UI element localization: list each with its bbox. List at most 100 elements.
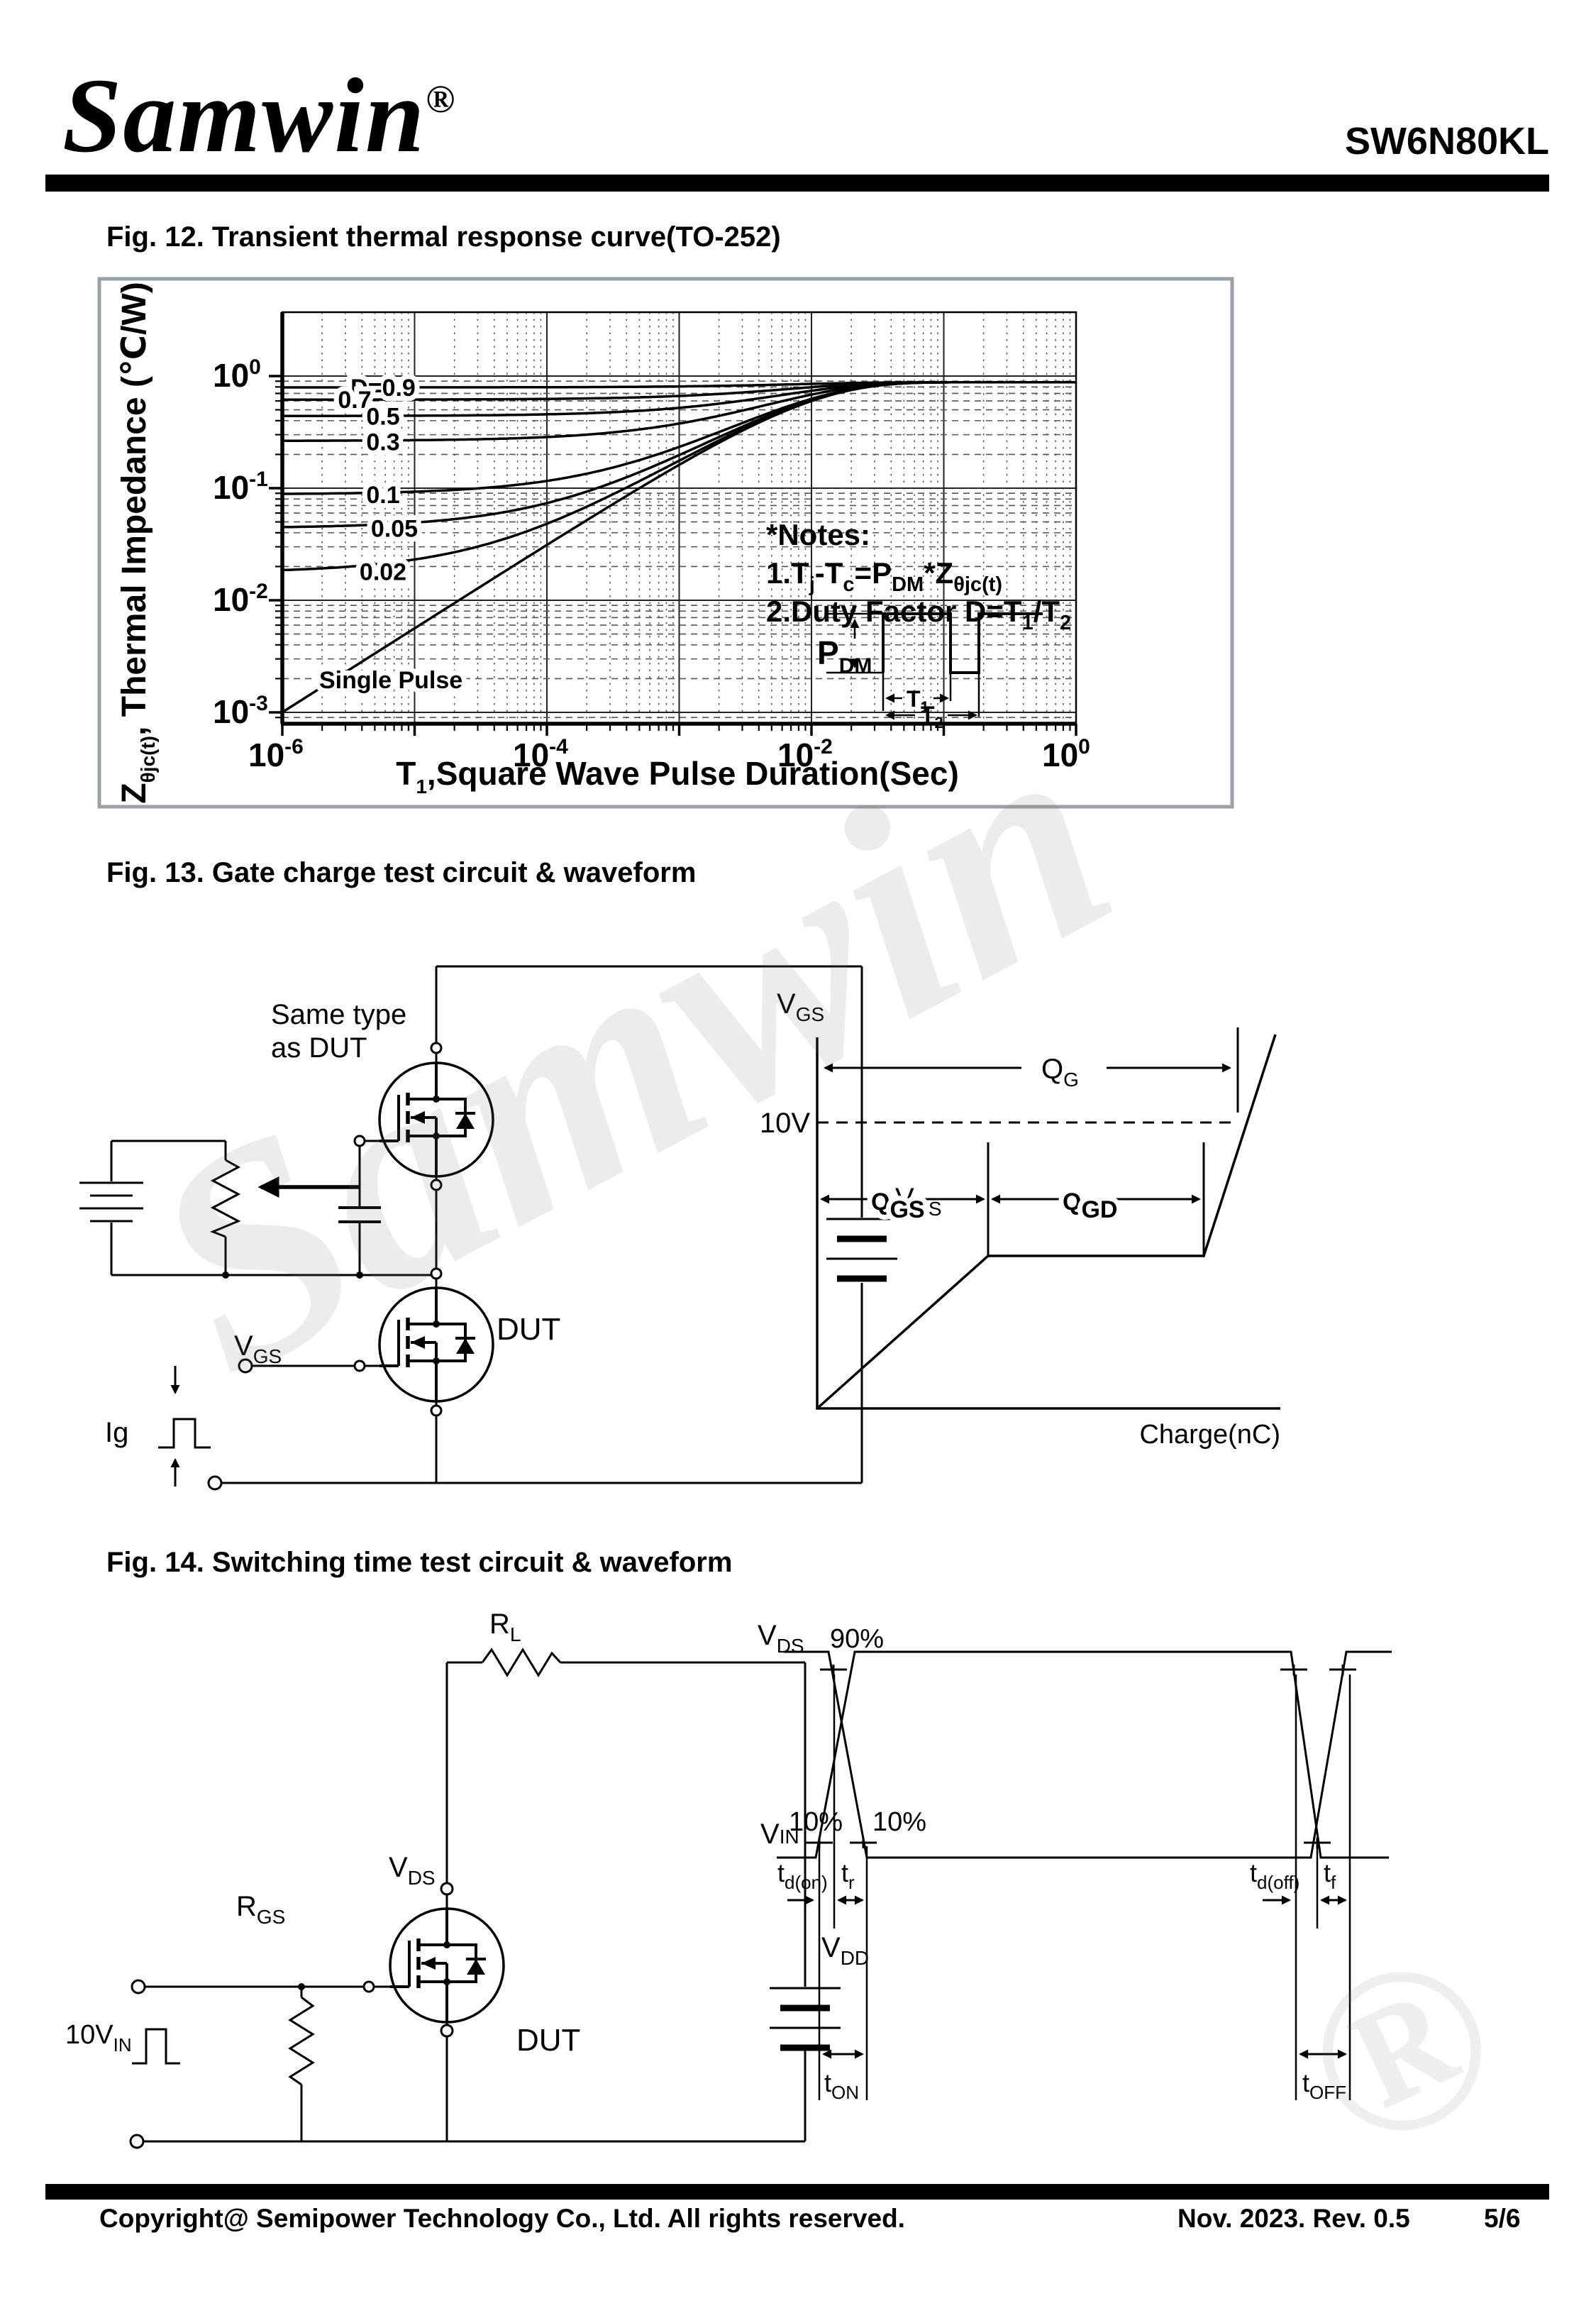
x-tick-label: 10-4 [513, 735, 568, 773]
footer-revision: Nov. 2023. Rev. 0.5 [1177, 2204, 1410, 2233]
fig14-waveform: VDS VIN 90% 10% 10% td(on) tr td(off) tf… [758, 1620, 1392, 2103]
fig12-caption: Fig. 12. Transient thermal response curv… [106, 221, 781, 253]
td-on-label: td(on) [777, 1858, 828, 1893]
fig12-x-axis-title: T1,Square Wave Pulse Duration(Sec) [396, 755, 959, 798]
fig13-wave-vgs-label: VGS [777, 988, 824, 1025]
fig13-wires-left [110, 1140, 436, 1276]
fig14-drain-terminal [440, 1882, 454, 1896]
curve-label: 0.1 [366, 482, 399, 509]
fig14-caption: Fig. 14. Switching time test circuit & w… [106, 1547, 733, 1578]
vin-pulse-glyph [132, 2028, 180, 2065]
vds-battery-short-plates [837, 1235, 887, 1282]
qgd-label: QGD [1063, 1188, 1117, 1223]
vds-trace [784, 1650, 1392, 1859]
fig13-rail-junction-terminal [430, 1267, 443, 1280]
fig14-gate-terminal [362, 1980, 375, 1993]
label-90pct: 90% [830, 1624, 884, 1654]
fig12-curves [282, 381, 1076, 714]
junction-dot [356, 1271, 363, 1279]
part-number: SW6N80KL [1344, 120, 1549, 162]
t1-label: T1 [907, 686, 929, 716]
vin10-label: 10VIN [65, 2020, 132, 2056]
notes-line2: 2.Duty Factor D=T1/T2 [766, 595, 1071, 634]
label-10pct-right: 10% [872, 1807, 926, 1837]
fig13-ground-terminal [207, 1475, 223, 1491]
x-tick-label: 10-2 [777, 735, 833, 773]
fig14-vds-label: VDS [389, 1852, 436, 1889]
capacitor-plates [338, 1206, 381, 1223]
same-type-label-line1: Same type [271, 999, 406, 1030]
fig14-dut-label: DUT [516, 2023, 580, 2058]
tr-label: tr [841, 1858, 855, 1893]
curve-Single-Pulse [282, 381, 1076, 714]
footer-page-number: 5/6 [1484, 2204, 1521, 2233]
fig12-gridlines [282, 312, 1076, 724]
x-tick-label: 100 [1042, 735, 1090, 773]
notes-title: *Notes: [766, 518, 870, 551]
qgs-label: QGS [871, 1188, 925, 1223]
junction-dot [222, 1271, 229, 1279]
header-divider [45, 175, 1549, 192]
mosfet-dut-fig14 [389, 1907, 505, 2024]
vdd-battery-short-plates [780, 2004, 830, 2051]
fig13-midnode-terminal [430, 1179, 443, 1191]
fig13-dutgate-terminal [353, 1359, 366, 1372]
footer-divider [45, 2184, 1549, 2200]
fig13-drain-terminal [430, 1042, 443, 1054]
rgs-label: RGS [236, 1891, 285, 1928]
pdm-edge-ticks [882, 673, 980, 717]
pdm-reference-lines [826, 612, 883, 674]
fig14-input-terminal [131, 1979, 146, 1995]
gate-charge-curve [816, 1034, 1277, 1410]
vds-battery-long-plates [826, 1218, 897, 1260]
junction-dot [298, 1983, 305, 1990]
curve-label: 0.7 [338, 387, 371, 414]
y-tick-label: 10-2 [213, 580, 268, 618]
vgs-input-terminal [238, 1358, 253, 1374]
rgs-resistor-zigzag [288, 1996, 315, 2086]
td-off-label: td(off) [1250, 1858, 1299, 1893]
notes-line1: 1.Tj-Tc=PDM*Zθjc(t) [766, 556, 1002, 596]
battery-left-long-plates [79, 1181, 143, 1210]
fig14-source-terminal [440, 2024, 454, 2038]
brand-logo: Samwin® [62, 57, 457, 175]
vdd-battery-long-plates [770, 1987, 841, 2029]
ticks-10pct [806, 1838, 1331, 1848]
pdm-label: PDM [817, 634, 872, 678]
t2-label: T2 [921, 702, 943, 732]
y-tick-label: 100 [213, 355, 261, 394]
fig13-dut-label: DUT [497, 1312, 560, 1347]
registered-mark-icon: ® [426, 77, 457, 121]
ig-pulse-symbol [158, 1366, 211, 1486]
vin-trace [777, 1650, 1389, 1859]
curve-label: 0.3 [366, 429, 399, 456]
same-type-label-line2: as DUT [271, 1032, 367, 1064]
tf-label: tf [1324, 1858, 1336, 1893]
fig14-wave-vin-label: VIN [760, 1819, 799, 1850]
rl-label: RL [489, 1609, 521, 1645]
t-on-label: tON [824, 2068, 859, 2103]
fig14-ground-terminal [129, 2134, 145, 2149]
y-tick-label: 10-1 [213, 468, 268, 506]
footer-copyright: Copyright@ Semipower Technology Co., Ltd… [99, 2204, 905, 2233]
vdd-label: VDD [821, 1932, 869, 1969]
fig12-frame-box [97, 277, 1234, 809]
qg-label: QG [1041, 1054, 1079, 1091]
fig13-circuit: Same type as DUT VDS VGS DUT Ig [79, 965, 942, 1491]
x-tick-label: 10-6 [248, 735, 304, 773]
level-10v-label: 10V [760, 1108, 810, 1139]
y-tick-label: 10-3 [213, 692, 268, 730]
mosfet-symbols [378, 1061, 505, 2024]
ig-pulse-glyph [158, 1418, 211, 1449]
fig12-axis-ticks-labels: 10-6 10-4 10-2 100 100 10-1 10-2 10-3 [213, 355, 1090, 773]
t-off-label: tOFF [1302, 2068, 1346, 2103]
battery-left-short-plates [90, 1194, 133, 1223]
charge-axis-label: Charge(nC) [1139, 1420, 1280, 1450]
rl-resistor-zigzag [481, 1648, 562, 1677]
fig14-wave-vds-label: VDS [758, 1620, 804, 1657]
timing-reference-lines [818, 1675, 1351, 2100]
